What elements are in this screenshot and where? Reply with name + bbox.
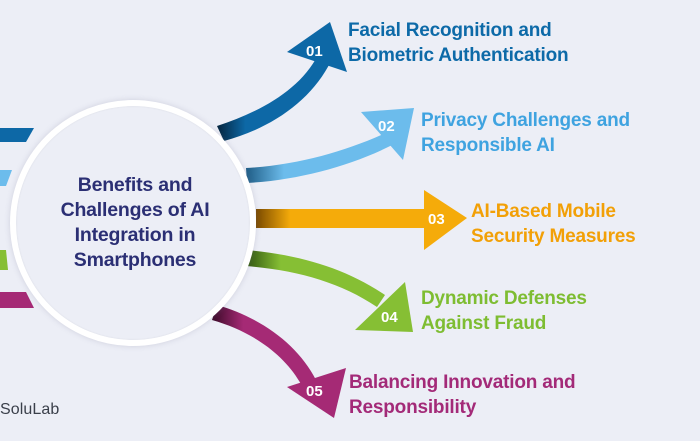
arrow-05: 05 xyxy=(212,305,346,418)
item-03-label: AI-Based Mobile Security Measures xyxy=(471,199,636,249)
center-title-line: Benefits and xyxy=(77,174,193,196)
arrow-03-number: 03 xyxy=(428,211,445,228)
item-02-label: Privacy Challenges and Responsible AI xyxy=(421,108,630,158)
item-01-label: Facial Recognition and Biometric Authent… xyxy=(348,18,569,68)
center-circle: Benefits and Challenges of AI Integratio… xyxy=(10,100,256,346)
left-stub-magenta xyxy=(0,292,34,308)
item-02-line1: Privacy Challenges and xyxy=(421,110,630,131)
item-04-label: Dynamic Defenses Against Fraud xyxy=(421,286,587,336)
center-title-line: Integration in xyxy=(74,224,196,246)
arrow-01-number: 01 xyxy=(306,43,323,60)
arrow-02: 02 xyxy=(246,108,414,183)
arrow-02-number: 02 xyxy=(378,118,395,135)
center-title: Benefits and Challenges of AI Integratio… xyxy=(35,173,235,273)
item-05-line2: Responsibility xyxy=(349,397,477,418)
item-04-line1: Dynamic Defenses xyxy=(421,288,587,309)
item-03-line2: Security Measures xyxy=(471,226,636,247)
arrow-01: 01 xyxy=(217,22,347,141)
arrow-04-number: 04 xyxy=(381,309,398,326)
item-02-line2: Responsible AI xyxy=(421,135,555,156)
center-title-line: Smartphones xyxy=(73,249,197,271)
left-stub-lightblue xyxy=(0,170,12,186)
item-05-label: Balancing Innovation and Responsibility xyxy=(349,370,576,420)
solulab-logo: SoluLab xyxy=(0,401,60,418)
left-stub-green xyxy=(0,250,8,270)
left-stub-blue xyxy=(0,128,34,142)
item-05-line1: Balancing Innovation and xyxy=(349,372,576,393)
arrow-05-number: 05 xyxy=(306,383,323,400)
item-03-line1: AI-Based Mobile xyxy=(471,201,616,222)
item-01-line1: Facial Recognition and xyxy=(348,20,552,41)
arrow-03: 03 xyxy=(256,190,467,250)
arrow-04: 04 xyxy=(246,250,413,332)
item-04-line2: Against Fraud xyxy=(421,313,547,334)
center-title-line: Challenges of AI xyxy=(60,199,210,221)
item-01-line2: Biometric Authentication xyxy=(348,45,569,66)
